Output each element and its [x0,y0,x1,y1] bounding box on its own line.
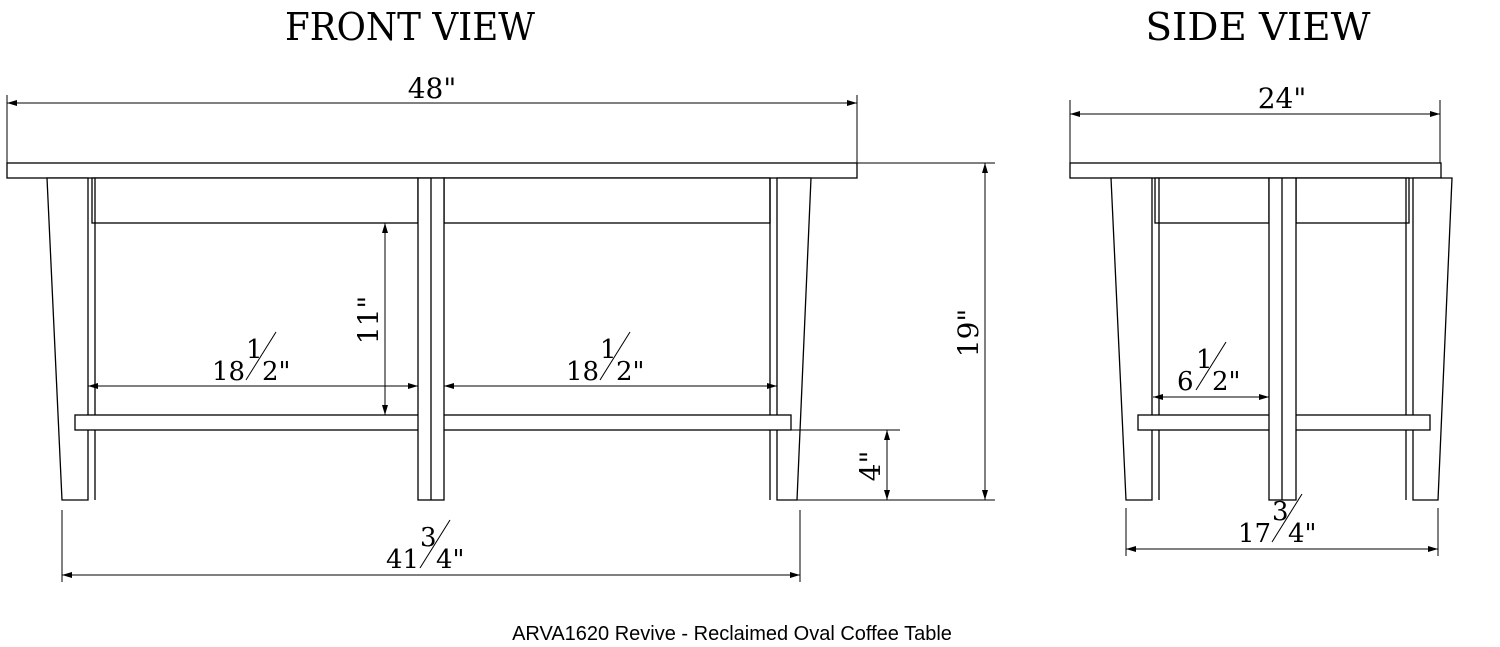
side-right-apron [1295,177,1410,224]
side-tabletop [1069,162,1442,179]
base-width-den: 4" [436,545,465,575]
dimension-base-width: 41 3 4" [61,510,801,582]
shelf-gap-label: 11" [352,296,385,345]
front-right-apron [443,177,771,224]
front-tabletop [6,162,858,179]
dimension-right-bay: 18 1 2" [444,331,777,389]
dimension-side-bay: 6 1 2" [1153,341,1269,400]
side-right-leg [1412,177,1453,501]
fraction-slash [1195,341,1227,391]
right-bay-whole: 18 [566,357,599,387]
front-left-leg [46,177,89,501]
side-bay-den: 2" [1212,367,1241,397]
fraction-slash [599,331,631,381]
leg-clearance-label: 4" [854,451,887,482]
front-view-title: FRONT VIEW [285,5,535,49]
side-left-apron [1154,177,1270,224]
dimension-4: 4" [791,429,900,500]
caption: ARVA1620 Revive - Reclaimed Oval Coffee … [512,623,952,645]
right-bay-den: 2" [616,357,645,387]
side-bay-num: 1 [1196,345,1213,375]
left-bay-den: 2" [262,357,291,387]
dimension-19: 19" [797,162,995,501]
right-bay-num: 1 [600,335,617,365]
base-width-num: 3 [420,523,437,553]
front-right-leg [776,177,812,501]
front-left-apron [91,177,419,224]
front-view: FRONT VIEW 48" 18 1 2" [6,5,995,582]
side-left-leg [1110,177,1153,501]
dimension-24: 24" [1069,82,1441,163]
fraction-slash [419,519,451,569]
base-depth-den: 4" [1288,519,1317,549]
side-view-title: SIDE VIEW [1146,5,1371,49]
fraction-slash [245,331,277,381]
side-bay-whole: 6 [1177,367,1194,397]
front-table-drawing [6,162,858,501]
height-label: 19" [952,309,985,358]
base-depth-whole: 17 [1238,519,1271,549]
dimension-base-depth: 17 3 4" [1125,493,1439,556]
left-bay-whole: 18 [212,357,245,387]
base-width-whole: 41 [386,545,419,575]
dimension-11: 11" [352,223,388,415]
depth-label: 24" [1258,82,1307,115]
fraction-slash [1271,493,1303,543]
width-label: 48" [408,72,457,105]
dimension-left-bay: 18 1 2" [88,331,418,389]
dimension-48: 48" [6,72,858,163]
left-bay-num: 1 [246,335,263,365]
side-table-drawing [1069,162,1453,501]
base-depth-num: 3 [1272,497,1289,527]
side-view: SIDE VIEW 24" 6 1 2" [1069,5,1453,556]
